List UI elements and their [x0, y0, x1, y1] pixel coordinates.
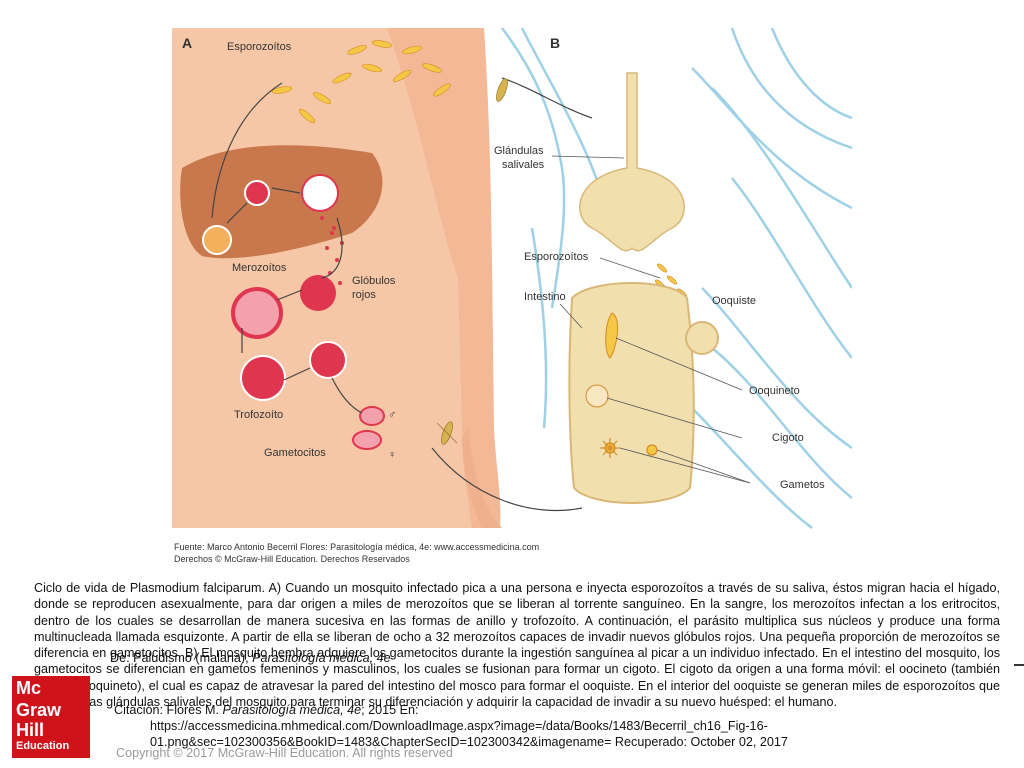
figure-source-2: Derechos © McGraw-Hill Education. Derech…	[174, 554, 410, 564]
liver-schizont	[301, 174, 339, 212]
human-arm	[387, 28, 501, 528]
decorative-divider	[1014, 664, 1024, 666]
sporozoites-a	[271, 40, 451, 124]
salivary-glands	[579, 72, 685, 252]
mcgraw-hill-logo: Mc Graw Hill Education	[12, 676, 90, 758]
label-trophozoite: Trofozoíto	[234, 409, 283, 421]
copyright-notice: Copyright © 2017 McGraw-Hill Education. …	[116, 746, 453, 760]
leader-lines-b	[551, 155, 751, 484]
label-gametocytes: Gametocitos	[264, 447, 326, 459]
label-merozoites: Merozoítos	[232, 262, 287, 274]
label-gametes: Gametos	[780, 479, 825, 491]
gametocyte-2	[352, 430, 382, 450]
liver-cell-infected	[244, 180, 270, 206]
oocyst	[685, 321, 719, 355]
gametocyte-1	[359, 406, 385, 426]
figure-source-1: Fuente: Marco Antonio Becerril Flores: P…	[174, 542, 539, 552]
liver	[180, 145, 383, 259]
label-salivary-1: Glándulas	[494, 145, 544, 157]
mosquito-small-a	[436, 421, 458, 445]
gametes	[600, 438, 658, 458]
label-rbc-1: Glóbulos	[352, 275, 396, 287]
malaria-life-cycle-figure: A B Esporozoítos Merozoítos Glóbulos roj…	[172, 28, 852, 564]
rbc-ring	[300, 275, 336, 311]
cycle-arrows-a	[211, 77, 593, 512]
panel-b-letter: B	[550, 35, 560, 51]
mosquito-small-b	[496, 78, 508, 102]
citation-block: De: Paludismo (malaria), Parasitología m…	[110, 650, 870, 750]
ookinete	[605, 312, 619, 359]
zygote	[585, 384, 609, 408]
label-sporozoites-b: Esporozoítos	[524, 251, 589, 263]
citation-line-2: Citación: Flores M. Parasitología médica…	[114, 703, 419, 717]
liver-cell-early	[202, 225, 232, 255]
label-salivary-2: salivales	[502, 159, 545, 171]
rbc-trophozoite-1	[309, 341, 347, 379]
female-symbol: ♀	[388, 449, 396, 461]
citation-url-1[interactable]: https://accessmedicina.mhmedical.com/Dow…	[150, 719, 768, 733]
figure-caption: Ciclo de vida de Plasmodium falciparum. …	[34, 581, 1000, 710]
label-sporozoites-a: Esporozoítos	[227, 41, 292, 53]
label-ookinete: Ooquineto	[749, 385, 800, 397]
nerve-network	[500, 28, 852, 529]
rbc-trophozoite-2	[240, 355, 286, 401]
label-zygote: Cigoto	[772, 432, 804, 444]
label-rbc-2: rojos	[352, 289, 376, 301]
citation-url-2[interactable]: 01.png&sec=102300356&BookID=1483&Chapter…	[150, 735, 788, 749]
label-oocyst: Ooquiste	[712, 295, 756, 307]
citation-line-1: De: Paludismo (malaria), Parasitología m…	[110, 651, 391, 665]
rbc-schizont	[231, 287, 283, 339]
label-intestine: Intestino	[524, 291, 566, 303]
male-symbol: ♂	[388, 409, 396, 421]
human-hand	[462, 428, 502, 528]
panel-a-letter: A	[182, 35, 192, 51]
